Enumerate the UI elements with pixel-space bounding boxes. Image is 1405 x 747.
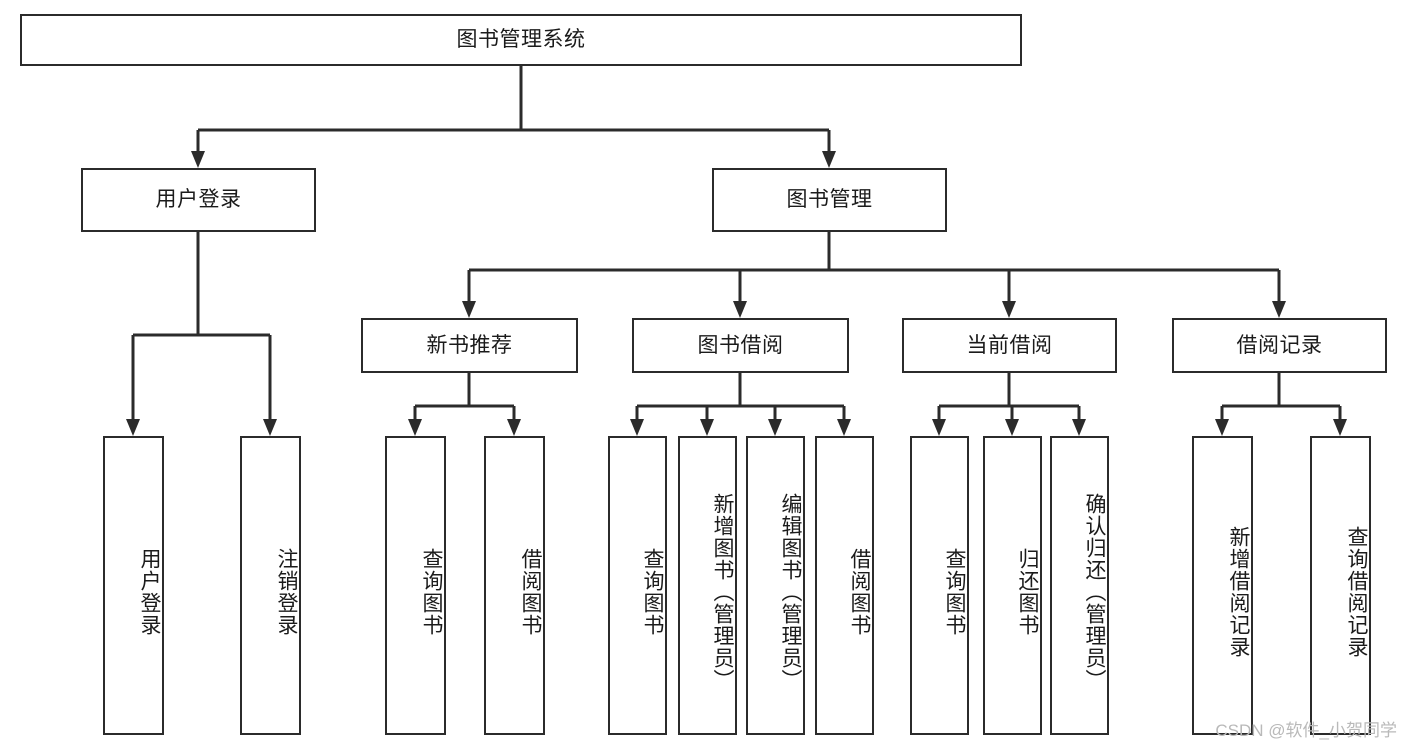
node-label: 新书推荐 <box>426 333 513 357</box>
leaf-node[interactable]: 用户登录 <box>103 436 164 735</box>
leaf-node[interactable]: 注销登录 <box>240 436 301 735</box>
level1-node[interactable]: 用户登录 <box>81 168 316 232</box>
node-label: 图书管理 <box>786 188 873 212</box>
level2-node[interactable]: 新书推荐 <box>361 318 578 373</box>
level2-node[interactable]: 借阅记录 <box>1172 318 1387 373</box>
level1-node[interactable]: 图书管理 <box>712 168 947 232</box>
node-label: 确认归还（管理员） <box>1083 492 1106 691</box>
node-label: 归还图书 <box>1016 547 1039 636</box>
csdn-watermark: CSDN @软件_小贺同学 <box>1215 721 1397 740</box>
node-label: 查询图书 <box>943 547 966 636</box>
node-label: 注销登录 <box>275 547 298 636</box>
leaf-node[interactable]: 归还图书 <box>983 436 1042 735</box>
leaf-node[interactable]: 查询借阅记录 <box>1310 436 1371 735</box>
node-label: 借阅记录 <box>1236 333 1323 357</box>
root-node[interactable]: 图书管理系统 <box>20 14 1022 66</box>
level2-node[interactable]: 当前借阅 <box>902 318 1117 373</box>
leaf-node[interactable]: 新增图书（管理员） <box>678 436 737 735</box>
node-label: 查询借阅记录 <box>1345 525 1368 658</box>
leaf-node[interactable]: 新增借阅记录 <box>1192 436 1253 735</box>
leaf-node[interactable]: 查询图书 <box>608 436 667 735</box>
leaf-node[interactable]: 借阅图书 <box>484 436 545 735</box>
node-label: 借阅图书 <box>519 547 542 636</box>
node-label: 编辑图书（管理员） <box>779 492 802 691</box>
node-label: 新增图书（管理员） <box>711 492 734 691</box>
node-label: 查询图书 <box>420 547 443 636</box>
leaf-node[interactable]: 查询图书 <box>385 436 446 735</box>
leaf-node[interactable]: 编辑图书（管理员） <box>746 436 805 735</box>
leaf-node[interactable]: 确认归还（管理员） <box>1050 436 1109 735</box>
node-label: 用户登录 <box>138 547 161 636</box>
node-label: 借阅图书 <box>848 547 871 636</box>
leaf-node[interactable]: 查询图书 <box>910 436 969 735</box>
node-label: 查询图书 <box>641 547 664 636</box>
level2-node[interactable]: 图书借阅 <box>632 318 849 373</box>
node-label: 图书管理系统 <box>456 28 586 52</box>
leaf-node[interactable]: 借阅图书 <box>815 436 874 735</box>
node-label: 当前借阅 <box>966 333 1053 357</box>
node-label: 新增借阅记录 <box>1227 525 1250 658</box>
node-label: 图书借阅 <box>697 333 784 357</box>
node-label: 用户登录 <box>155 188 242 212</box>
